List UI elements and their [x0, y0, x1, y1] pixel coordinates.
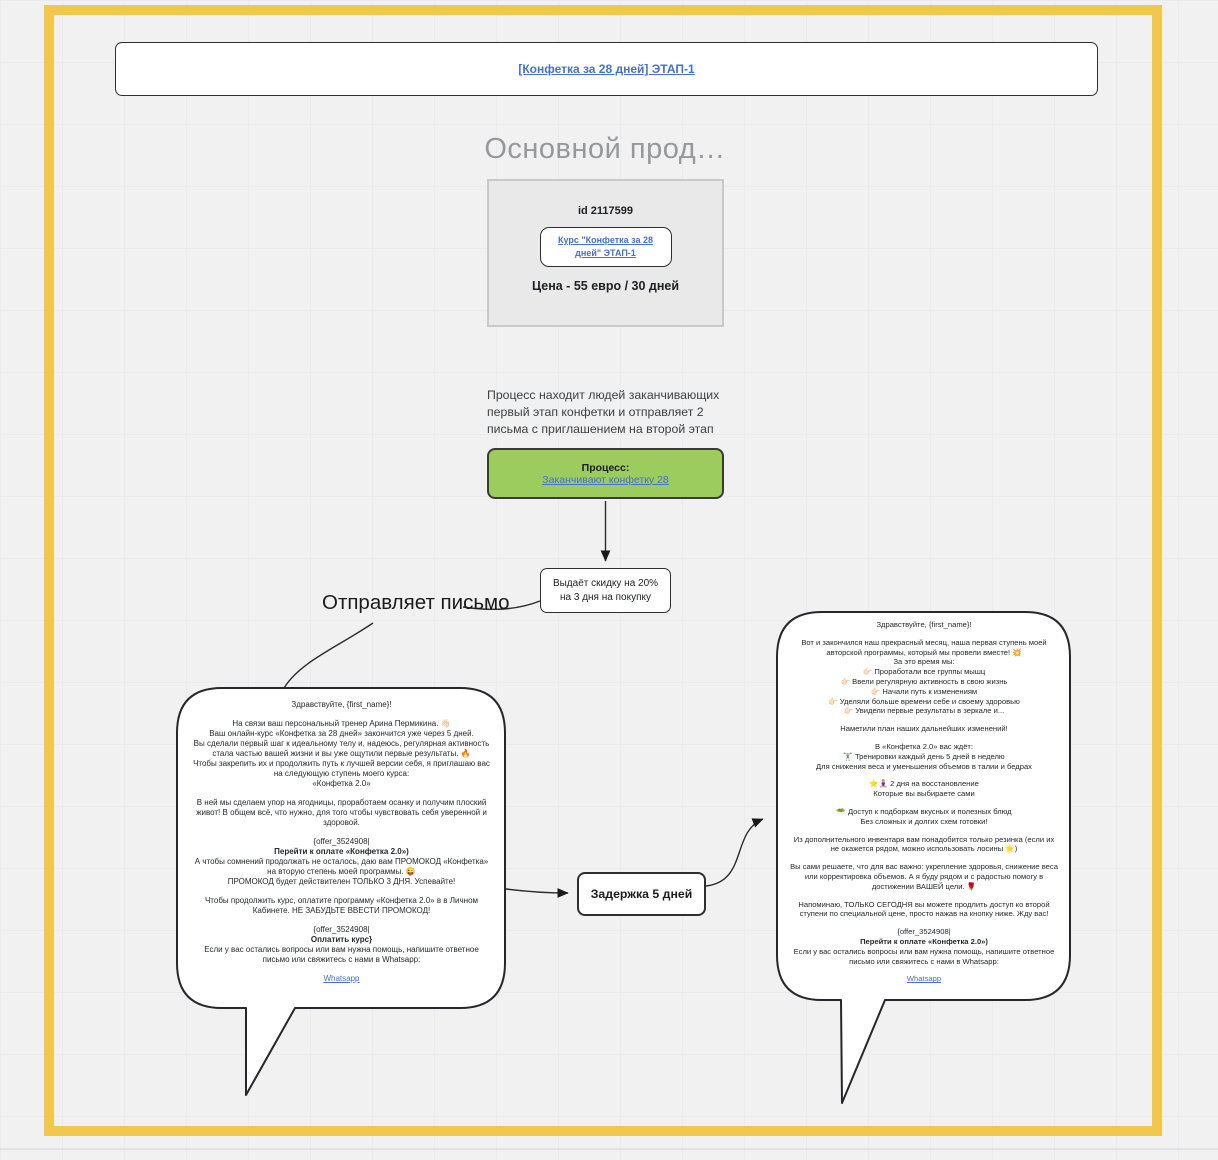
bubble-line: Если у вас остались вопросы или вам нужн…	[204, 945, 479, 964]
bubble-line: Напоминаю, ТОЛЬКО СЕГОДНЯ вы можете прод…	[798, 899, 1050, 919]
connector-letter-label-to-bubble	[283, 622, 374, 689]
bubble-line: «Конфетка 2.0»	[312, 779, 371, 788]
bubble-line	[191, 789, 492, 798]
bubble-line: 👉🏻 Начали путь к изменениям	[870, 686, 978, 696]
process-description: Процесс находит людей заканчивающих перв…	[487, 388, 720, 436]
bubble-line	[789, 771, 1059, 779]
bubble-line: Наметили план наших дальнейших изменений…	[840, 724, 1008, 734]
course-link[interactable]: Курс "Конфетка за 28 дней" ЭТАП-1	[557, 234, 653, 258]
email-message-1[interactable]: Здравствуйте, {first_name}! На связи ваш …	[191, 700, 492, 984]
bubble-line: {offer_3524908|	[313, 837, 370, 846]
flow-title-node[interactable]: [Конфетка за 28 дней] ЭТАП-1	[115, 42, 1098, 96]
bubble-line: Перейти к оплате «Конфетка 2.0»)	[274, 847, 409, 856]
bubble-line	[789, 734, 1059, 742]
bubble-line: А чтобы сомнений продолжать не осталось,…	[194, 857, 489, 876]
bubble-line	[789, 966, 1059, 974]
process-link[interactable]: Заканчивают конфетку 28	[542, 473, 669, 486]
product-id: id 2117599	[577, 205, 634, 217]
bubble-line	[191, 916, 492, 925]
bubble-line: 👉🏻 Уделяли больше времени себе и своему …	[828, 696, 1020, 706]
bubble-line: 🥗 Доступ к подборкам вкусных и полезных …	[836, 806, 1012, 816]
delay-node[interactable]: Задержка 5 дней	[577, 872, 706, 916]
bubble-line	[789, 799, 1059, 807]
bubble-line	[191, 965, 492, 974]
bubble-line: Чтобы продолжить курс, оплатите программ…	[204, 896, 479, 915]
bubble-line	[789, 919, 1059, 927]
bubble-line	[789, 854, 1059, 862]
process-node[interactable]: Процесс: Заканчивают конфетку 28	[487, 448, 724, 499]
bubble-line: В ней мы сделаем упор на ягодницы, прора…	[196, 798, 487, 827]
flow-title-link[interactable]: [Конфетка за 28 дней] ЭТАП-1	[518, 62, 695, 76]
bubble-line: Вот и закончился наш прекрасный месяц, н…	[801, 637, 1047, 657]
product-price: Цена - 55 евро / 30 дней	[531, 279, 680, 293]
connector-bubble-to-delay	[505, 888, 569, 898]
bubble-line: Из дополнительного инвентаря вам понадоб…	[793, 834, 1055, 854]
bubble-line: Которые вы выбираете сами	[873, 789, 975, 799]
discount-line-1: Выдаёт скидку на 20%	[552, 577, 659, 589]
sends-letter-label: Отправляет письмо	[322, 591, 510, 614]
discount-node[interactable]: Выдаёт скидку на 20% на 3 дня на покупку	[540, 568, 671, 613]
bubble-line: 👉🏻 Ввели регулярную активность в свою жи…	[840, 676, 1008, 686]
bubble-line: ПРОМОКОД будет действителен ТОЛЬКО 3 ДНЯ…	[227, 877, 456, 886]
bubble-line: Оплатить курс}	[310, 935, 373, 944]
bubble-line: 👉🏻 Увидели первые результаты в зеркале и…	[843, 706, 1005, 716]
bubble-line	[789, 630, 1059, 638]
bubble-line: Здравствуйте, {first_name}!	[876, 620, 972, 629]
bubble-line: Ваш онлайн-курс «Конфетка за 28 дней» за…	[209, 729, 474, 738]
bubble-link[interactable]: Whatsapp	[906, 974, 942, 984]
connector-discount-to-letter-label	[462, 600, 541, 611]
bubble-line: Здравствуйте, {first_name}!	[291, 700, 392, 709]
bubble-line: За это время мы:	[893, 657, 955, 667]
email-message-2[interactable]: Здравствуйте, {first_name}! Вот и закончи…	[789, 620, 1059, 984]
bubble-line	[789, 716, 1059, 724]
right-message-bubble-shape[interactable]	[776, 611, 1071, 1104]
bubble-line	[191, 828, 492, 837]
section-heading[interactable]: Основной прод…	[484, 133, 726, 165]
bubble-line: Если у вас остались вопросы или вам нужн…	[793, 946, 1055, 966]
bubble-line: Вы сами решаете, что для вас важно: укре…	[790, 862, 1058, 891]
bubble-line: Без сложных и долгих схем готовки!	[860, 816, 988, 826]
bubble-line	[191, 887, 492, 896]
bubble-line	[789, 827, 1059, 835]
bubble-line	[191, 710, 492, 719]
bubble-line: Для снижения веса и уменьшения объемов в…	[816, 761, 1032, 771]
discount-line-2: на 3 дня на покупку	[560, 591, 651, 603]
bubble-line: На связи ваш персональный тренер Арина П…	[232, 719, 451, 728]
bubble-link[interactable]: Whatsapp	[323, 974, 360, 983]
grid-line	[0, 1148, 1218, 1150]
bubble-line: В «Конфетка 2.0» вас ждёт:	[874, 741, 974, 751]
bubble-line: ⭐🧘🏼‍♀️ 2 дня на восстановление	[869, 779, 979, 789]
bubble-line: 👉🏻 Проработали все группы мышц	[862, 667, 986, 677]
bubble-line: Перейти к оплате «Конфетка 2.0»)	[860, 936, 988, 946]
bubble-line: 🏋🏼‍♂️ Тренировки каждый день 5 дней в не…	[843, 751, 1005, 761]
product-card-node[interactable]: id 2117599 Курс "Конфетка за 28 дней" ЭТ…	[487, 179, 724, 327]
bubble-line: {offer_3524908|	[313, 925, 370, 934]
left-message-bubble-shape[interactable]	[176, 687, 506, 1096]
bubble-line	[789, 892, 1059, 900]
bubble-line: Вы сделали первый шаг к идеальному телу …	[193, 739, 490, 758]
course-link-box[interactable]: Курс "Конфетка за 28 дней" ЭТАП-1	[539, 227, 672, 267]
connector-delay-to-bubble	[705, 818, 764, 887]
bubble-line: Чтобы закрепить их и продолжить путь к л…	[193, 759, 490, 778]
process-title: Процесс:	[581, 461, 630, 474]
bubble-line: {offer_3524908|	[897, 927, 951, 937]
